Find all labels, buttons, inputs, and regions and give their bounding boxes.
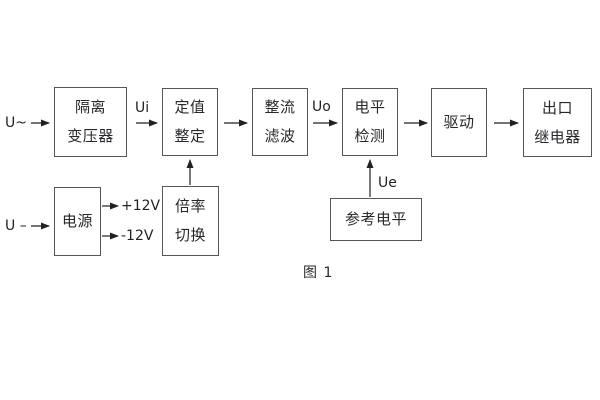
block-setting-adjust: 定值 整定: [162, 88, 218, 156]
block-label: 出口: [541, 98, 573, 117]
block-label: 继电器: [534, 127, 581, 146]
block-label: 整定: [174, 127, 206, 145]
block-label: 滤波: [264, 127, 296, 145]
block-label: 倍率: [174, 197, 206, 215]
block-label: 变压器: [67, 127, 114, 145]
figure-caption: 图 1: [303, 265, 334, 281]
label-dc-input: U –: [5, 218, 27, 234]
block-power-supply: 电源: [54, 187, 101, 256]
label-pos-12v-rail: +12V: [121, 198, 161, 214]
label-signal-uo: Uo: [312, 99, 331, 115]
block-label: 电平: [354, 98, 386, 116]
label-neg-12v-rail: -12V: [121, 228, 154, 244]
block-rectifier-filter: 整流 滤波: [252, 88, 308, 156]
block-reference-level: 参考电平: [330, 198, 422, 241]
block-label: 检测: [354, 127, 386, 145]
block-label: 切换: [174, 226, 206, 244]
block-ratio-switch: 倍率 切换: [162, 186, 219, 256]
label-signal-ue: Ue: [378, 175, 397, 191]
block-label: 定值: [174, 98, 206, 116]
block-level-detect: 电平 检测: [342, 88, 398, 156]
block-label: 隔离: [74, 98, 106, 116]
label-signal-ui: Ui: [135, 100, 150, 116]
block-label: 驱动: [443, 113, 475, 131]
block-isolation-transformer: 隔离 变压器: [54, 87, 127, 157]
block-label: 参考电平: [344, 210, 407, 228]
block-driver: 驱动: [431, 88, 487, 157]
block-output-relay: 出口 继电器: [523, 88, 592, 157]
block-label: 整流: [264, 98, 296, 116]
label-ac-input: U~: [5, 115, 27, 131]
block-label: 电源: [61, 212, 93, 230]
